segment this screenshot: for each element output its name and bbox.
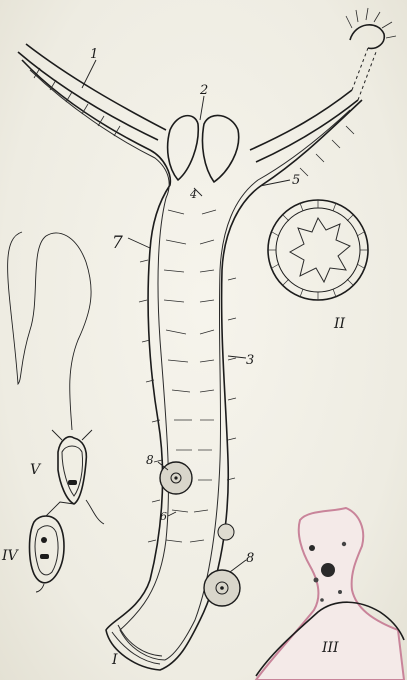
egg-cell-small [218,524,234,540]
label-egg-cell-upper: 8 [146,453,154,467]
flagellum [8,232,92,430]
cross-section [268,200,368,300]
tentacle-right [250,90,358,162]
label-tentacle: 1 [90,47,98,62]
label-section-body: I [111,652,118,668]
label-mouth: 2 [199,83,208,98]
label-neuron-cell: 7 [112,233,123,253]
label-egg-cell-lower: 8 [246,551,254,566]
hypostome-right-lip [202,115,238,182]
flagellate-nucleus [68,480,77,485]
endoderm-line-left [30,70,169,660]
tentacle-tip [350,25,384,49]
cross-section-cells [268,200,368,300]
label-stinging-cell: 4 [189,188,197,201]
body-outline [22,60,362,670]
flagellate-organism [8,232,104,524]
label-ectoderm: 5 [292,173,300,188]
label-section-tissue: III [321,640,339,656]
label-section-euglena: V [30,462,42,478]
cross-section-cavity [290,218,350,282]
label-mesoglea: 6 [160,510,167,523]
label-gastral-cavity: 3 [246,353,254,368]
label-section-cyst: IV [1,548,20,564]
label-section-cross: II [333,316,346,332]
label-leader-lines [82,60,290,572]
cyst-nucleus [40,554,49,559]
flagellate-cup [62,446,83,496]
cyst-organism [30,502,75,592]
tissue-nucleus [321,563,335,577]
hypostome-left-lip [168,116,199,180]
